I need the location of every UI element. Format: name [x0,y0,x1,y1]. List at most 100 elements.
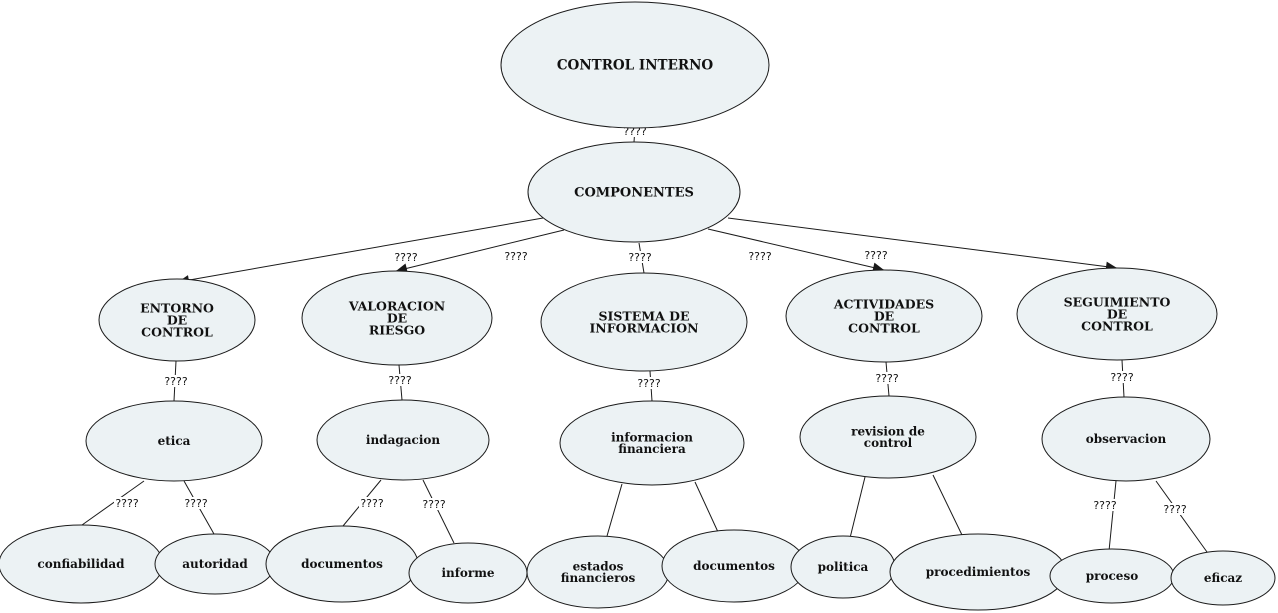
node-ellipse [540,272,748,372]
edge-indagacion-to-informe: ???? [421,479,455,544]
edge-line [727,217,1118,269]
node-ellipse [1041,396,1211,482]
edge-line [395,229,565,272]
node-etica: etica [85,400,263,482]
node-control-interno: CONTROL INTERNO [500,1,770,129]
edge-label: ???? [164,375,188,388]
node-label: autoridad [182,557,248,571]
node-label: confiabilidad [37,557,125,571]
edge-line [694,481,719,533]
edge-componentes-to-actividades: ???? [707,228,885,273]
node-ellipse [1170,550,1276,606]
edge-line [606,483,623,537]
edge-line [1108,480,1117,552]
node-label: CONTROL [848,320,920,335]
node-procedimientos: procedimientos [889,533,1067,611]
node-observacion: observacion [1041,396,1211,482]
node-ellipse [799,395,977,479]
edge-revision-to-procedimientos [932,474,963,536]
edge-label-background [747,250,773,262]
edge-line [177,217,544,283]
node-ellipse [527,141,741,243]
edge-informacion-financiera-to-estados-financieros [606,483,623,537]
edge-line [81,480,145,526]
node-politica: politica [790,535,896,599]
node-ellipse [500,1,770,129]
node-label: observacion [1086,432,1167,446]
edge-label-background [636,377,662,389]
node-label: revision de [851,425,925,439]
edge-label: ???? [1093,499,1117,512]
edge-label-background [393,251,419,263]
node-label: indagacion [366,433,440,447]
node-label: DE [1107,306,1127,321]
node-label: CONTROL [141,324,213,339]
edge-label: ???? [1110,371,1134,384]
node-label: VALORACION [348,299,445,314]
edge-line [422,479,455,544]
edge-indagacion-to-documentos-1: ???? [342,479,385,527]
edge-observacion-to-eficaz: ???? [1155,480,1208,553]
edge-line [1155,480,1208,553]
node-confiabilidad: confiabilidad [0,524,164,604]
edge-componentes-to-valoracion: ???? [395,229,565,274]
edge-label: ???? [864,249,888,262]
node-label: documentos [693,559,775,573]
node-label: CONTROL [1081,318,1153,333]
node-label: documentos [301,557,383,571]
edge-label-background [387,374,413,386]
edge-componentes-to-seguimiento: ???? [727,217,1118,272]
node-label: informacion [611,431,693,445]
edge-informacion-financiera-to-documentos-2 [694,481,719,533]
node-label: financiera [618,442,686,456]
node-label: DE [874,308,894,323]
node-label: procedimientos [926,565,1031,579]
node-ellipse [1016,267,1218,361]
edge-etica-to-confiabilidad: ???? [81,480,145,526]
edge-label: ???? [422,498,446,511]
node-eficaz: eficaz [1170,550,1276,606]
edges-layer: ????????????????????????????????????????… [81,125,1208,553]
node-label: RIESGO [369,322,425,337]
node-ellipse [98,278,256,362]
edge-label: ???? [637,377,661,390]
edge-label: ???? [388,374,412,387]
edge-label: ???? [115,497,139,510]
edge-label: ???? [748,250,772,263]
edge-sistema-to-informacion-financiera: ???? [636,370,662,402]
edge-label-background [874,372,900,384]
node-label: ACTIVIDADES [833,297,934,312]
edge-label-background [503,250,529,262]
node-label: SEGUIMIENTO [1064,295,1171,310]
edge-actividades-to-revision: ???? [874,361,900,397]
node-proceso: proceso [1049,548,1175,604]
node-label: etica [158,434,191,448]
edge-label: ???? [1163,503,1187,516]
edge-revision-to-politica [849,476,866,539]
edge-etica-to-autoridad: ???? [183,480,215,535]
edge-line [849,476,866,539]
node-label: ENTORNO [140,301,214,316]
node-componentes: COMPONENTES [527,141,741,243]
node-label: INFORMACION [589,320,698,335]
edge-label-background [114,497,140,509]
node-ellipse [316,399,490,481]
node-ellipse [785,269,983,363]
edge-label: ???? [360,497,384,510]
edge-line [932,474,963,536]
node-label: proceso [1086,569,1138,583]
node-ellipse [301,270,493,366]
node-documentos-2: documentos [661,529,807,603]
edge-label-background [1109,371,1135,383]
edge-valoracion-to-indagacion: ???? [387,364,413,401]
edge-label-background [183,497,209,509]
node-label: DE [167,312,187,327]
node-label: estados [573,560,624,574]
node-label: eficaz [1204,571,1242,585]
node-label: COMPONENTES [574,186,694,201]
